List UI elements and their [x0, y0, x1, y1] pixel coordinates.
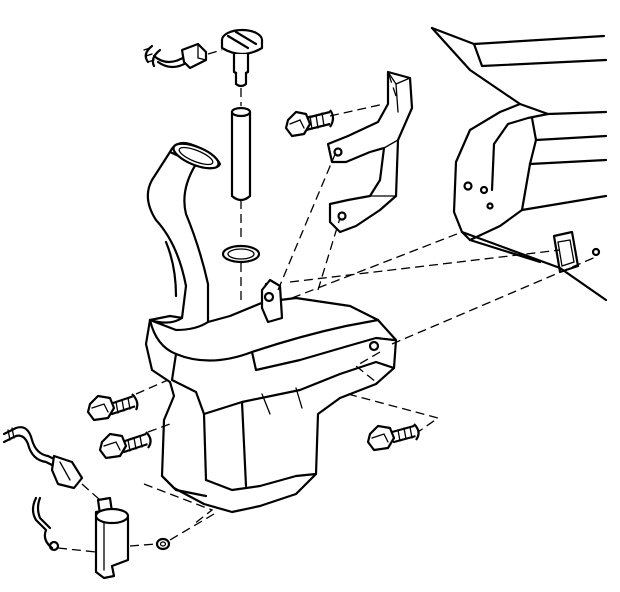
sensor-connector — [143, 42, 208, 70]
reservoir-bolt-lower — [98, 431, 152, 460]
filler-neck — [146, 141, 222, 332]
pump-grommet — [129, 537, 171, 551]
mounting-bracket — [326, 70, 414, 234]
bracket-bolt — [284, 109, 335, 138]
washer-pump — [31, 496, 130, 580]
washer-fluid-reservoir — [144, 278, 398, 514]
o-ring-seal — [221, 244, 261, 300]
reservoir-bolt-upper — [86, 393, 139, 422]
assembly-lines — [135, 71, 599, 541]
reservoir-bolt-right — [366, 423, 420, 452]
vehicle-body-panel — [430, 26, 608, 302]
fluid-level-sensor — [207, 28, 264, 242]
pump-connector — [2, 426, 101, 501]
